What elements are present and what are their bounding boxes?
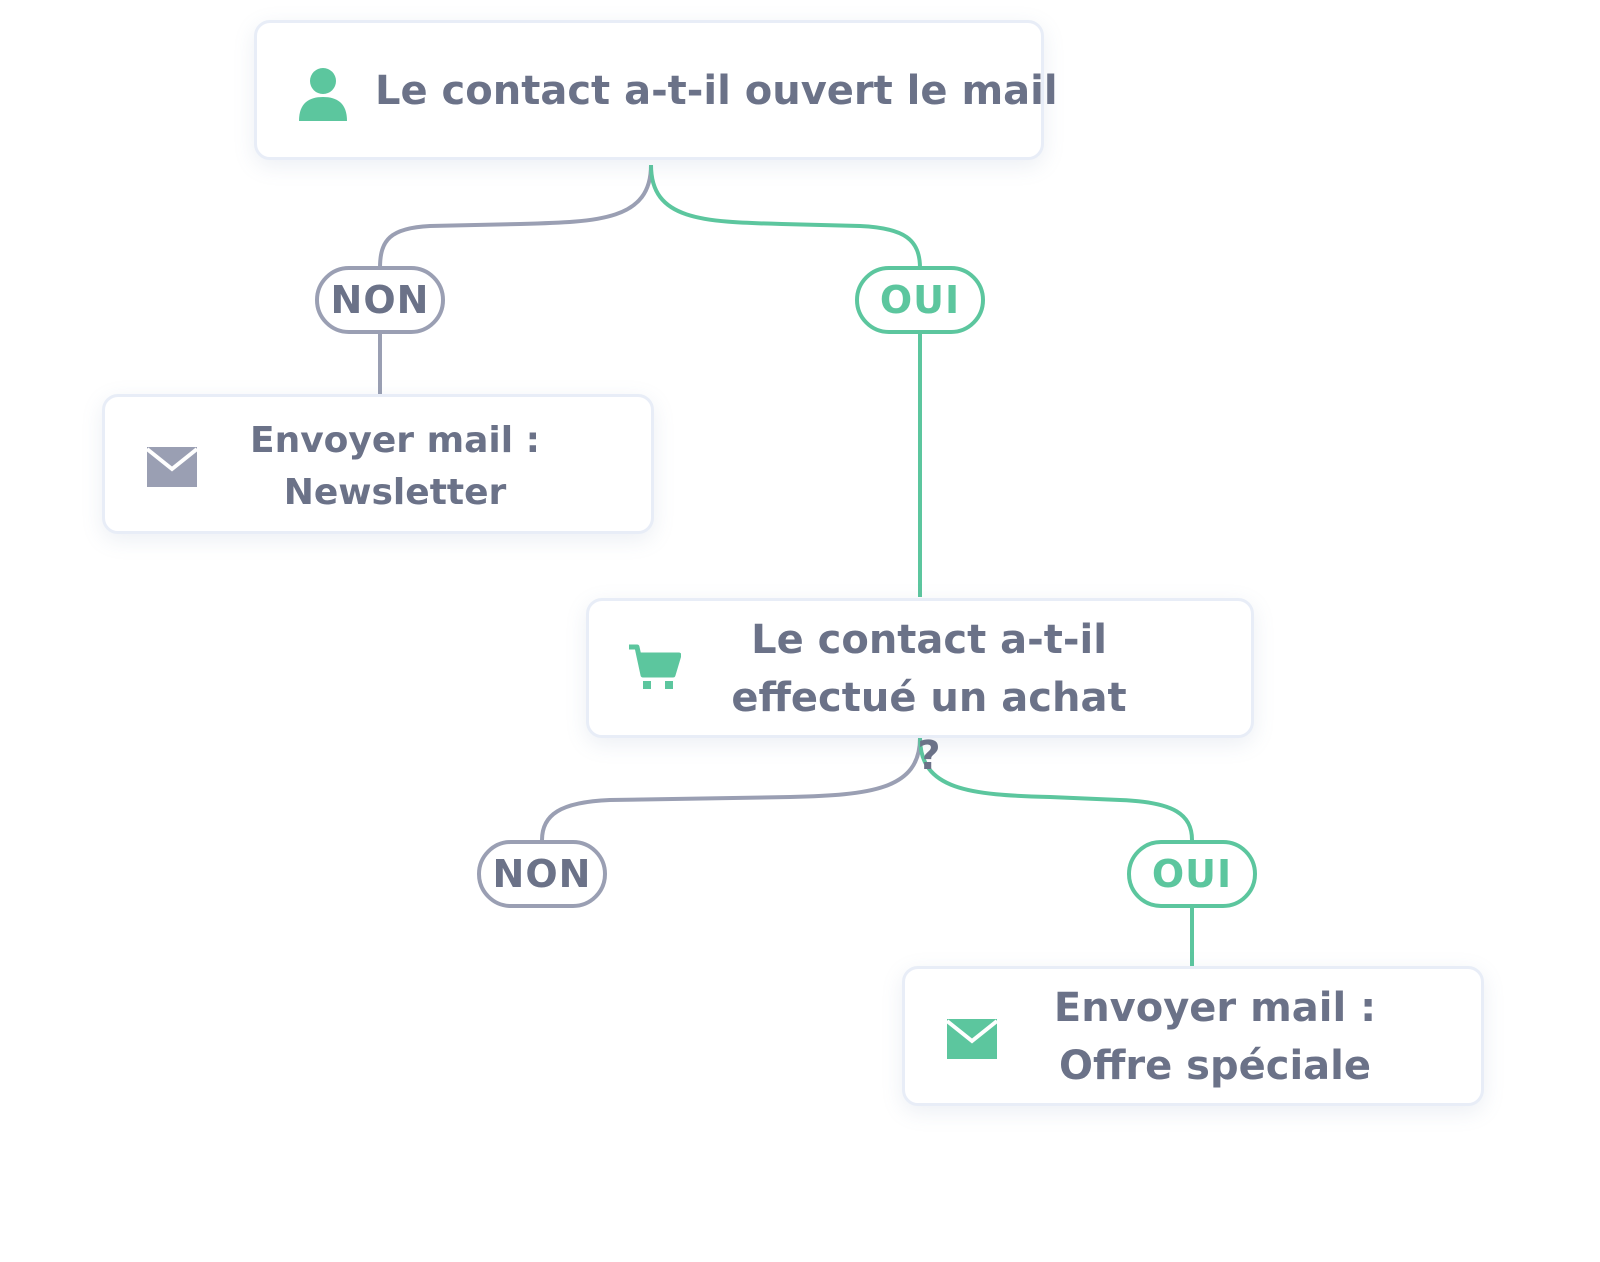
question-2-line-1: Le contact a-t-il bbox=[751, 617, 1107, 663]
connector-q1-no bbox=[378, 164, 653, 269]
user-icon bbox=[299, 68, 347, 121]
action-2-line-1: Envoyer mail : bbox=[1053, 985, 1377, 1031]
branch-no-label: NON bbox=[477, 840, 607, 908]
action-2-text: Envoyer mail : Offre spéciale bbox=[1035, 979, 1395, 1095]
branch-yes-label: OUI bbox=[1127, 840, 1257, 908]
question-2-line-2: effectué un achat ? bbox=[731, 675, 1127, 779]
mail-icon bbox=[147, 447, 197, 487]
branch-no-label: NON bbox=[315, 266, 445, 334]
question-1-text: Le contact a-t-il ouvert le mail bbox=[375, 68, 1058, 114]
mail-icon bbox=[947, 1019, 997, 1059]
action-node-special-offer: Envoyer mail : Offre spéciale bbox=[902, 966, 1484, 1106]
action-node-newsletter: Envoyer mail : Newsletter bbox=[102, 394, 654, 534]
connector-q2-yes bbox=[918, 737, 1194, 841]
connector-q1-yes bbox=[649, 164, 922, 269]
action-1-line-1: Envoyer mail : bbox=[249, 420, 540, 461]
question-node-opened-mail: Le contact a-t-il ouvert le mail bbox=[254, 20, 1058, 160]
action-1-line-2: Newsletter bbox=[283, 472, 507, 514]
action-2-line-2: Offre spéciale bbox=[1058, 1043, 1371, 1089]
question-node-purchase: Le contact a-t-il effectué un achat ? bbox=[586, 598, 1254, 779]
connector-q2-no bbox=[540, 737, 922, 841]
question-2-text: Le contact a-t-il effectué un achat ? bbox=[719, 611, 1139, 785]
branch-yes-label: OUI bbox=[855, 266, 985, 334]
cart-icon bbox=[629, 644, 681, 689]
action-1-text: Envoyer mail : Newsletter bbox=[235, 415, 555, 519]
